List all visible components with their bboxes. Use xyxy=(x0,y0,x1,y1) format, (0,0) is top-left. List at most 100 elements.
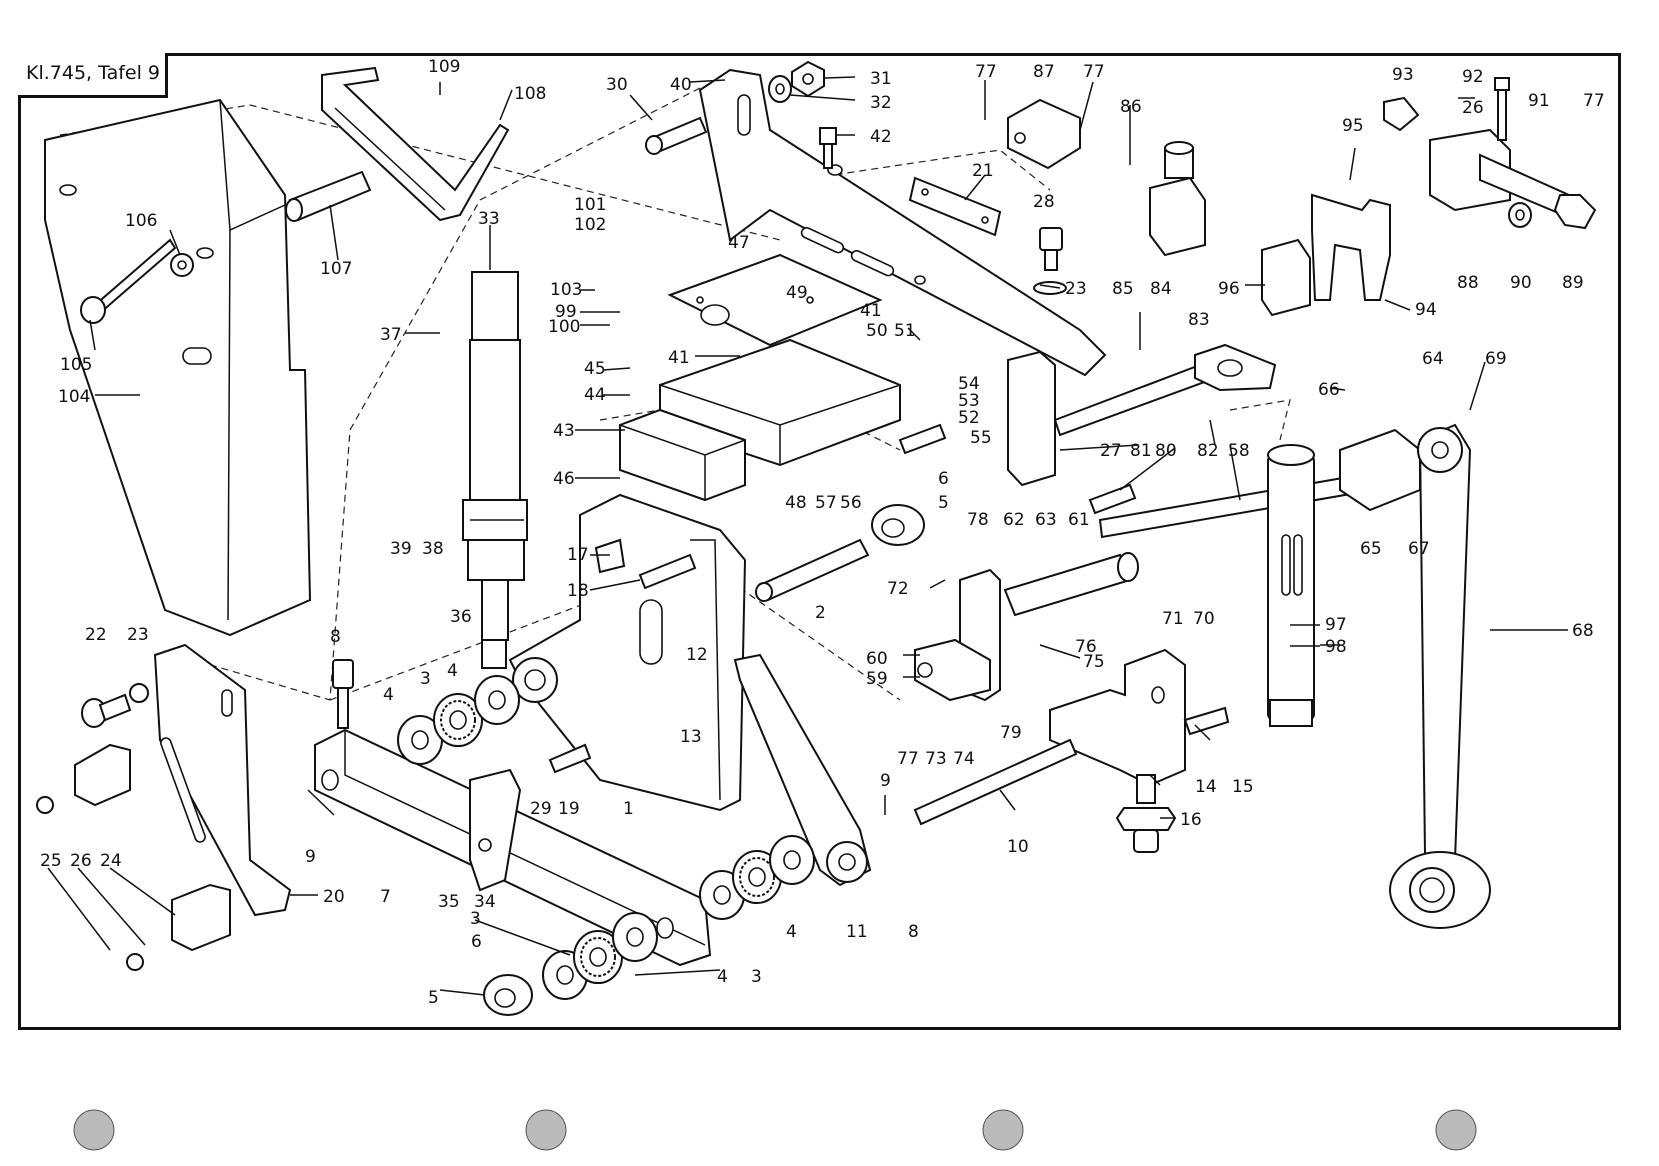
label-47: 47 xyxy=(728,233,750,253)
label-95: 95 xyxy=(1342,116,1364,136)
part-89-nut xyxy=(1553,194,1597,230)
label-49: 49 xyxy=(786,283,808,303)
label-101: 101 xyxy=(574,195,606,215)
label-9-a: 9 xyxy=(880,771,891,791)
label-36: 36 xyxy=(450,607,472,627)
label-41-b: 41 xyxy=(668,348,690,368)
part-84-valve xyxy=(1149,141,1206,257)
label-65: 65 xyxy=(1360,539,1382,559)
punch-hole-3 xyxy=(982,1109,1024,1151)
label-98: 98 xyxy=(1325,637,1347,657)
part-14-bracket xyxy=(1049,648,1186,787)
label-64: 64 xyxy=(1422,349,1444,369)
label-23-b: 23 xyxy=(127,625,149,645)
label-43: 43 xyxy=(553,421,575,441)
label-77-b: 77 xyxy=(1083,62,1105,82)
label-5-a: 5 xyxy=(938,493,949,513)
label-2: 2 xyxy=(815,603,826,623)
label-51: 51 xyxy=(894,321,916,341)
label-88: 88 xyxy=(1457,273,1479,293)
label-4-a: 4 xyxy=(447,661,458,681)
part-5-lower-collar xyxy=(483,974,533,1016)
part-93-clip xyxy=(1383,96,1420,132)
label-7: 7 xyxy=(380,887,391,907)
label-3-c: 3 xyxy=(751,967,762,987)
label-33: 33 xyxy=(478,209,500,229)
label-25: 25 xyxy=(40,851,62,871)
label-6-b: 6 xyxy=(471,932,482,952)
part-21-strip xyxy=(908,176,1002,237)
label-53: 53 xyxy=(958,391,980,411)
label-4-d: 4 xyxy=(717,967,728,987)
part-108-bracket xyxy=(321,66,510,222)
label-94: 94 xyxy=(1415,300,1437,320)
part-number-labels: 109 108 30 40 31 32 42 77 87 77 86 93 92… xyxy=(40,57,1605,1008)
label-82: 82 xyxy=(1197,441,1219,461)
label-63: 63 xyxy=(1035,510,1057,530)
label-13: 13 xyxy=(680,727,702,747)
label-107: 107 xyxy=(320,259,352,279)
label-89: 89 xyxy=(1562,273,1584,293)
label-66: 66 xyxy=(1318,380,1340,400)
label-30: 30 xyxy=(606,75,628,95)
label-11: 11 xyxy=(846,922,868,942)
label-22: 22 xyxy=(85,625,107,645)
label-58: 58 xyxy=(1228,441,1250,461)
label-59: 59 xyxy=(866,669,888,689)
part-47-plate xyxy=(667,253,883,347)
part-88-block xyxy=(1429,128,1582,222)
label-14: 14 xyxy=(1195,777,1217,797)
label-69: 69 xyxy=(1485,349,1507,369)
label-46: 46 xyxy=(553,469,575,489)
label-97: 97 xyxy=(1325,615,1347,635)
part-97-tube xyxy=(1267,444,1315,727)
label-9-b: 9 xyxy=(305,847,316,867)
part-96-block xyxy=(1261,238,1311,317)
part-106-washer xyxy=(170,253,194,277)
label-8-a: 8 xyxy=(330,627,341,647)
label-4-c: 4 xyxy=(786,922,797,942)
label-52: 52 xyxy=(958,408,980,428)
part-11-link xyxy=(733,653,872,887)
label-67: 67 xyxy=(1408,539,1430,559)
label-103: 103 xyxy=(550,280,582,300)
label-73: 73 xyxy=(925,749,947,769)
label-75: 75 xyxy=(1083,652,1105,672)
part-7-arm xyxy=(314,728,712,967)
label-55: 55 xyxy=(970,428,992,448)
part-107-spacer xyxy=(285,170,372,222)
label-80: 80 xyxy=(1155,441,1177,461)
label-1: 1 xyxy=(623,799,634,819)
part-65-collar xyxy=(1339,428,1421,512)
label-105: 105 xyxy=(60,355,92,375)
part-42-screw xyxy=(819,127,837,169)
label-78: 78 xyxy=(967,510,989,530)
label-77-d: 77 xyxy=(897,749,919,769)
label-56: 56 xyxy=(840,493,862,513)
label-109: 109 xyxy=(428,57,460,77)
part-1-casting xyxy=(508,493,747,812)
label-86: 86 xyxy=(1120,97,1142,117)
label-96: 96 xyxy=(1218,279,1240,299)
punch-hole-2 xyxy=(525,1109,567,1151)
label-45: 45 xyxy=(584,359,606,379)
label-23-a: 23 xyxy=(1065,279,1087,299)
label-68: 68 xyxy=(1572,621,1594,641)
label-16: 16 xyxy=(1180,810,1202,830)
label-18: 18 xyxy=(567,581,589,601)
label-3-a: 3 xyxy=(420,669,431,689)
part-10-shaft xyxy=(913,738,1078,826)
label-38: 38 xyxy=(422,539,444,559)
label-21: 21 xyxy=(972,161,994,181)
part-61-cylinder xyxy=(1003,552,1139,617)
part-87-block xyxy=(1007,98,1081,170)
label-92: 92 xyxy=(1462,67,1484,87)
label-99: 99 xyxy=(555,302,577,322)
label-74: 74 xyxy=(953,749,975,769)
label-62: 62 xyxy=(1003,510,1025,530)
washer-group-lower xyxy=(542,835,815,1000)
label-76: 76 xyxy=(1075,637,1097,657)
label-77-c: 77 xyxy=(1583,91,1605,111)
label-12: 12 xyxy=(686,645,708,665)
label-27: 27 xyxy=(1100,441,1122,461)
